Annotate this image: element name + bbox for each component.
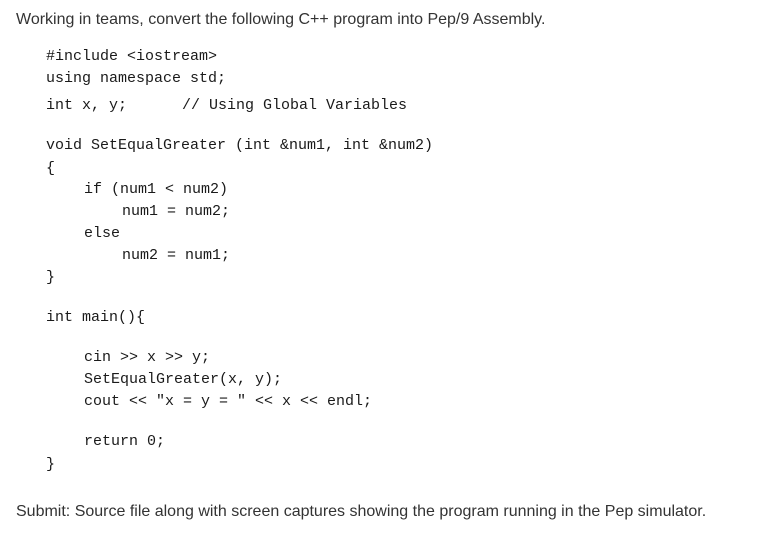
code-line-assign-num1: num1 = num2;	[122, 203, 231, 220]
code-line-call: SetEqualGreater(x, y);	[84, 371, 283, 388]
code-line-include: #include <iostream>	[46, 48, 218, 65]
code-line-globals: int x, y;	[46, 97, 128, 114]
code-line-main-signature: int main(){	[46, 309, 146, 326]
code-line-else: else	[84, 225, 121, 242]
code-line-func-close: }	[46, 269, 56, 286]
code-line-func-signature: void SetEqualGreater (int &num1, int &nu…	[46, 137, 434, 154]
code-line-assign-num2: num2 = num1;	[122, 247, 231, 264]
code-line-if: if (num1 < num2)	[84, 181, 229, 198]
code-block: #include <iostream> using namespace std;…	[0, 38, 772, 488]
code-line-using-namespace: using namespace std;	[46, 70, 227, 87]
code-line-func-open: {	[46, 160, 56, 177]
intro-text: Working in teams, convert the following …	[16, 11, 546, 28]
code-line-cout: cout << "x = y = " << x << endl;	[84, 393, 373, 410]
code-line-main-close: }	[46, 456, 56, 473]
code-line-cin: cin >> x >> y;	[84, 349, 211, 366]
code-line-return: return 0;	[84, 433, 166, 450]
submit-text: Submit: Source file along with screen ca…	[16, 503, 707, 520]
code-comment-globals: // Using Global Variables	[182, 97, 408, 114]
